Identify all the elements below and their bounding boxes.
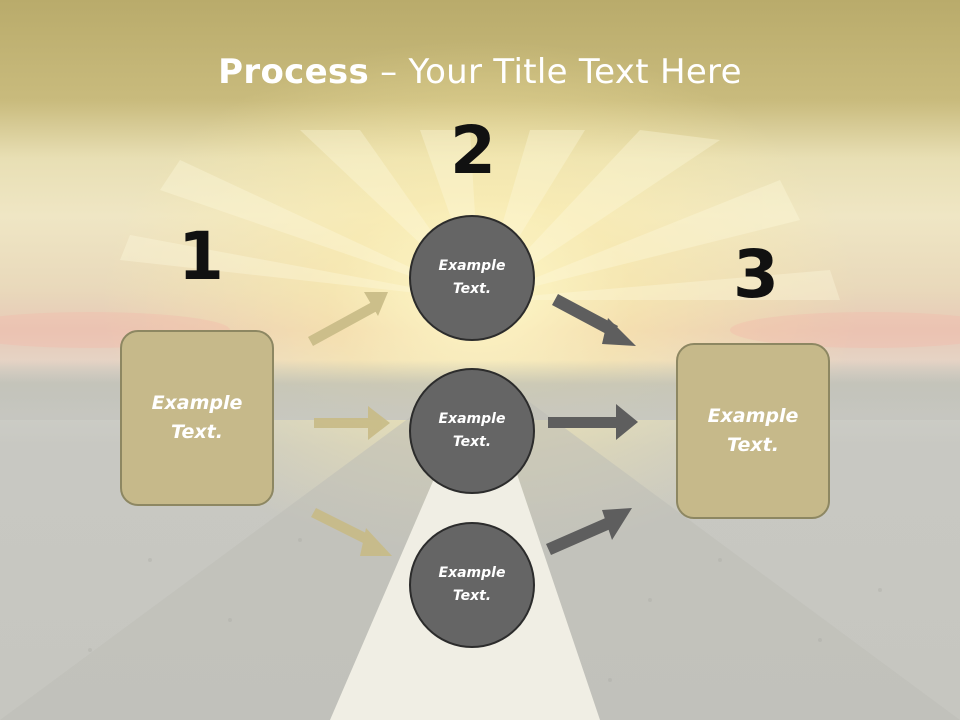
title-bold: Process [218,52,370,92]
step-2-circle-middle[interactable]: Example Text. [409,368,535,494]
arrow-left-down [311,508,392,556]
step-3-box[interactable]: Example Text. [676,343,830,519]
circle-text-top: Example Text. [438,258,506,297]
arrow-left-middle [314,406,390,440]
step-number-1: 1 [178,218,224,295]
arrow-right-down [552,294,636,346]
step-2-circle-bottom[interactable]: Example Text. [409,522,535,648]
step-1-box[interactable]: Example Text. [120,330,274,506]
step-number-2: 2 [450,112,496,189]
arrow-left-up [308,292,388,346]
title-rest: – Your Title Text Here [369,52,742,92]
circle-text-middle: Example Text. [438,411,506,450]
step-3-text: Example Text. [707,405,799,456]
step-number-3: 3 [733,236,779,313]
circle-text-bottom: Example Text. [438,565,506,604]
slide-title: Process – Your Title Text Here [0,52,960,92]
arrow-right-up [546,508,632,555]
step-2-circle-top[interactable]: Example Text. [409,215,535,341]
arrow-right-middle [548,404,638,440]
step-1-text: Example Text. [151,392,243,443]
